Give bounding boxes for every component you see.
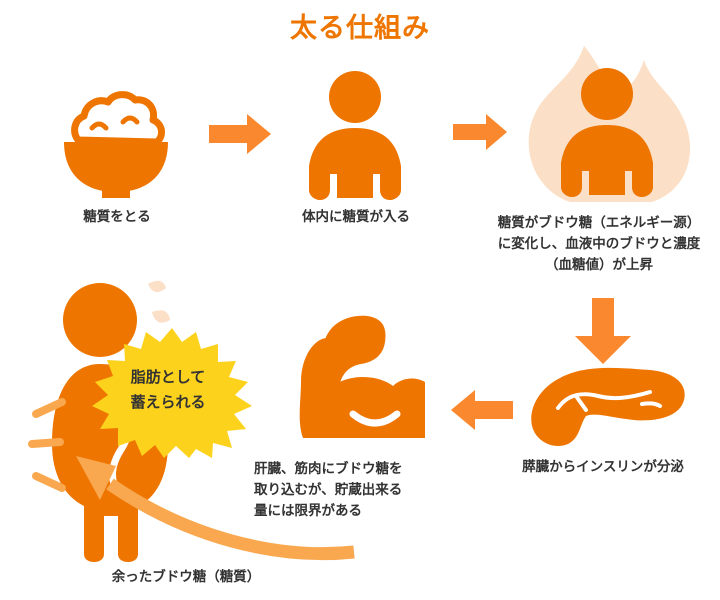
muscle-arm-icon	[293, 312, 433, 442]
step-5-caption: 肝臓、筋肉にブドウ糖を 取り込むが、貯蔵出来る 量には限界がある	[254, 461, 403, 518]
page-title: 太る仕組み	[290, 13, 430, 43]
arrow-bowl-to-person	[209, 112, 271, 156]
pancreas-icon	[524, 366, 688, 448]
arrow-pancreas-to-muscle	[451, 388, 513, 432]
person-icon	[297, 70, 413, 200]
arrow-person-to-flame	[453, 112, 507, 152]
step-6-caption: 余ったブドウ糖（糖質）	[111, 569, 261, 584]
arrow-muscle-to-fat	[58, 432, 358, 572]
step-3-caption: 糖質がブドウ糖（エネルギー源） に変化し、血液中のブドウと濃度 （血糖値）が上昇	[497, 215, 701, 272]
step-2-caption: 体内に糖質が入る	[302, 209, 410, 224]
arrow-flame-to-pancreas	[573, 298, 633, 364]
fat-storage-badge	[92, 328, 252, 458]
rice-bowl-icon	[52, 82, 180, 200]
step-1-caption: 糖質をとる	[83, 209, 151, 224]
fat-storage-badge-text: 脂肪として 蓄えられる	[130, 369, 206, 411]
step-4-caption: 膵臓からインスリンが分泌	[522, 459, 684, 474]
person-with-flame-icon	[512, 40, 702, 205]
